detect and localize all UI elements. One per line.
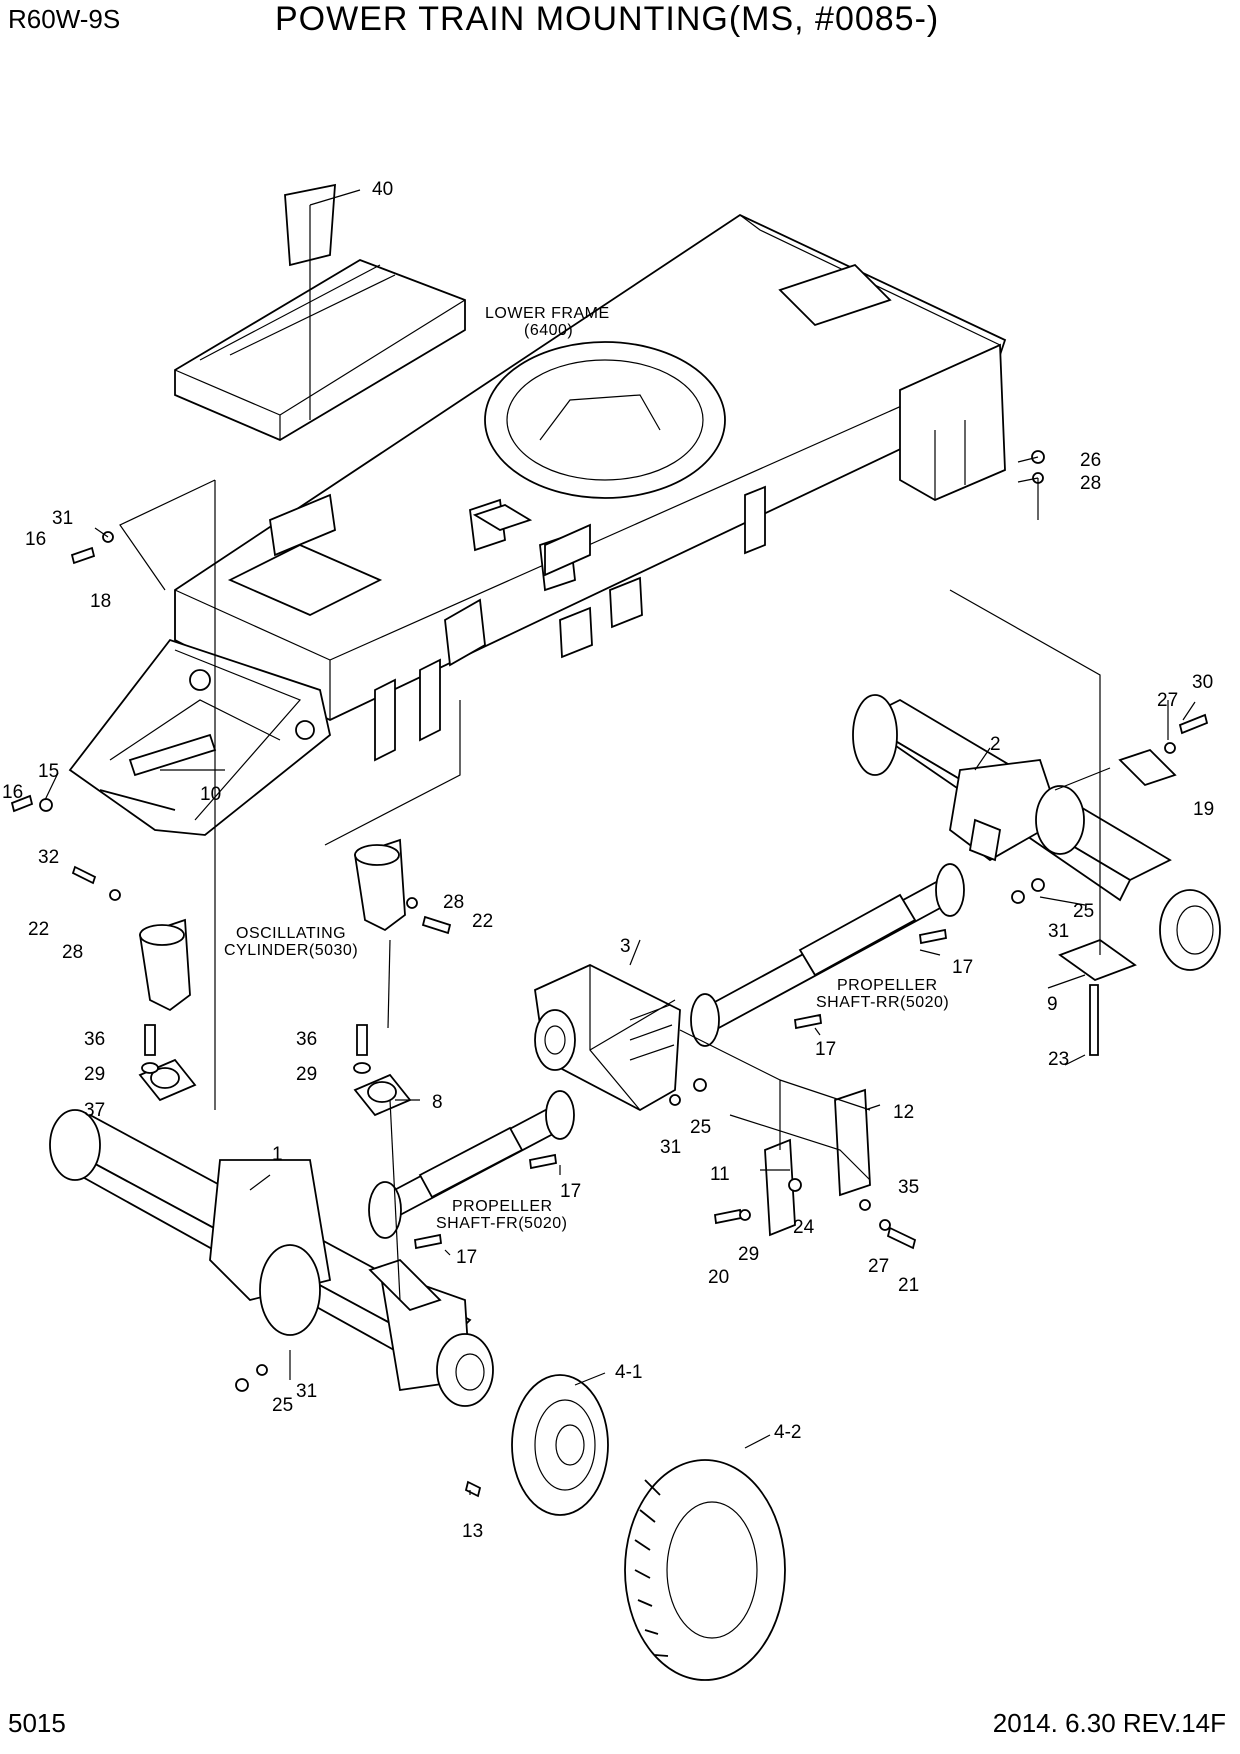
note-oscillating: OSCILLATING (236, 925, 346, 942)
callout-13: 13 (462, 1521, 483, 1542)
callout-4-2: 4-2 (774, 1422, 801, 1443)
callout-16: 16 (25, 529, 46, 550)
callout-21: 21 (898, 1275, 919, 1296)
callout-25c: 25 (272, 1395, 293, 1416)
callout-17b: 17 (815, 1039, 836, 1060)
note-lower-frame: LOWER FRAME (485, 305, 610, 322)
callout-1: 1 (272, 1144, 283, 1165)
oscillating-cylinder-right (353, 838, 406, 932)
callout-35: 35 (898, 1177, 919, 1198)
callout-25b: 25 (690, 1117, 711, 1138)
callout-28b: 28 (62, 942, 83, 963)
propeller-shaft-rr (690, 863, 965, 1047)
callout-9: 9 (1047, 994, 1058, 1015)
callout-12: 12 (893, 1102, 914, 1123)
callout-25: 25 (1073, 901, 1094, 922)
bracket-11 (764, 1138, 796, 1237)
note-propeller-rr-shaft: SHAFT-RR(5020) (816, 994, 949, 1011)
callout-40: 40 (372, 179, 393, 200)
plate-19 (1118, 748, 1177, 787)
front-pedestal (68, 638, 332, 836)
callout-26: 26 (1080, 450, 1101, 471)
tire (624, 1459, 786, 1681)
callout-15: 15 (38, 761, 59, 782)
callout-11: 11 (710, 1164, 730, 1185)
propeller-shaft-fr (368, 1090, 575, 1239)
note-propeller-rr: PROPELLER (837, 977, 938, 994)
rear-axle (852, 694, 1221, 971)
callout-16b: 16 (2, 782, 23, 803)
callout-31d: 31 (296, 1381, 317, 1402)
callout-29: 29 (84, 1064, 105, 1085)
callout-18: 18 (90, 591, 111, 612)
bracket-12 (834, 1088, 871, 1197)
model-code: R60W-9S (8, 4, 121, 34)
callout-8: 8 (432, 1092, 443, 1113)
note-oscillating-cylinder: CYLINDER(5030) (224, 942, 358, 959)
revision-date: 2014. 6.30 REV.14F (992, 1708, 1226, 1738)
callout-17a: 17 (952, 957, 973, 978)
callout-28c: 28 (443, 892, 464, 913)
page-title: POWER TRAIN MOUNTING(MS, #0085-) (275, 0, 940, 38)
callout-22b: 22 (472, 911, 493, 932)
callout-27b: 27 (868, 1256, 889, 1277)
plate-9 (1058, 938, 1137, 982)
callout-31b: 31 (1048, 921, 1069, 942)
callout-29b: 29 (296, 1064, 317, 1085)
callout-36b: 36 (296, 1029, 317, 1050)
page-number: 5015 (8, 1708, 66, 1738)
callout-17d: 17 (456, 1247, 477, 1268)
callout-36: 36 (84, 1029, 105, 1050)
callout-28: 28 (1080, 473, 1101, 494)
tool-box (174, 183, 466, 442)
callout-22: 22 (28, 919, 49, 940)
leader-lines (44, 189, 1196, 1495)
callout-30: 30 (1192, 672, 1213, 693)
callout-3: 3 (620, 936, 631, 957)
mount-8 (353, 1073, 412, 1117)
callout-32: 32 (38, 847, 59, 868)
callout-19: 19 (1193, 799, 1214, 820)
callout-24: 24 (793, 1217, 815, 1238)
callout-27: 27 (1157, 690, 1178, 711)
callout-4-1: 4-1 (615, 1362, 642, 1383)
callout-17c: 17 (560, 1181, 581, 1202)
wheel-rim (511, 1374, 609, 1516)
note-propeller-fr: PROPELLER (452, 1198, 553, 1215)
transmission (534, 964, 681, 1112)
oscillating-cylinder-left (138, 918, 191, 1012)
front-axle (49, 1109, 494, 1407)
note-propeller-fr-shaft: SHAFT-FR(5020) (436, 1215, 567, 1232)
callout-23: 23 (1048, 1049, 1069, 1070)
callout-37: 37 (84, 1100, 105, 1121)
callout-20: 20 (708, 1267, 729, 1288)
note-lower-frame-code: (6400) (524, 322, 573, 339)
callout-31c: 31 (660, 1137, 681, 1158)
callout-31: 31 (52, 508, 73, 529)
callout-2: 2 (990, 734, 1001, 755)
hardware (10, 450, 1209, 1498)
callout-29c: 29 (738, 1244, 759, 1265)
callout-10: 10 (200, 784, 221, 805)
